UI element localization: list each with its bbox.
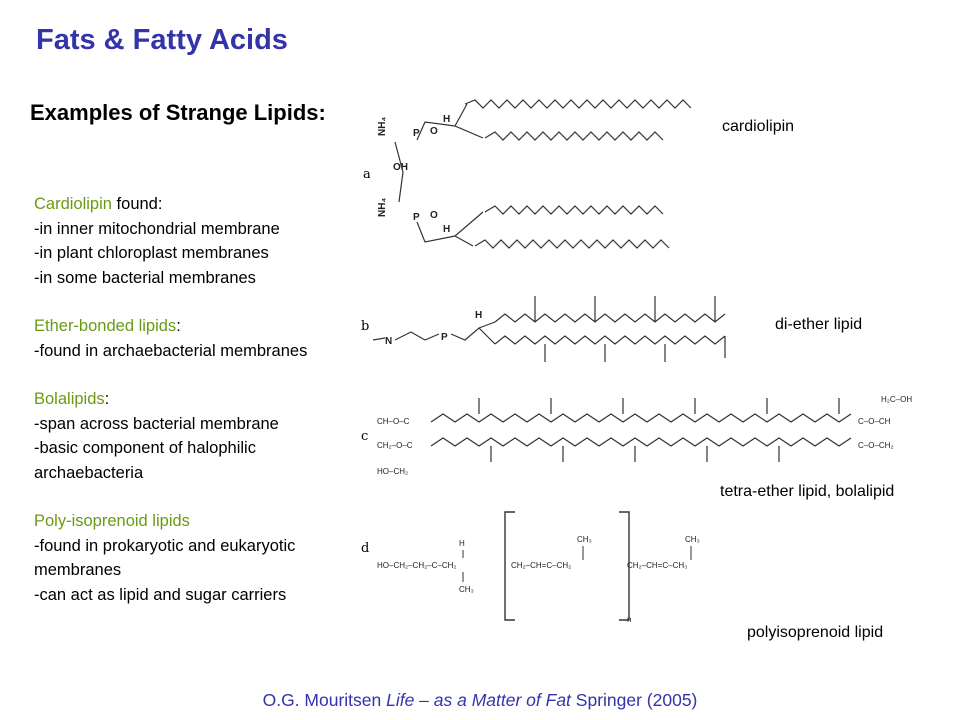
- note-bola: Bolalipids: -span across bacterial membr…: [34, 387, 354, 485]
- note-line: -found in prokaryotic and eukaryotic mem…: [34, 536, 296, 580]
- lipid-structures-figure: a NH₄ NH₄ OH P P O O H H b N P H c CH–O–…: [361, 99, 912, 624]
- panel-letter: c: [361, 429, 368, 444]
- structure-di-ether: b N P H: [361, 296, 726, 362]
- hydrogen-label: H: [459, 539, 465, 548]
- note-heading-suffix: found:: [111, 195, 163, 213]
- ether-tail-label: H₂C–OH: [881, 395, 912, 404]
- hydrogen-label: H: [443, 114, 450, 125]
- note-line: -in inner mitochondrial membrane: [34, 219, 280, 238]
- poly-head-label: HO–CH₂–CH₂–C–CH₂: [377, 561, 457, 570]
- note-heading: Poly-isoprenoid lipids: [34, 512, 190, 530]
- note-heading-suffix: :: [104, 390, 110, 408]
- citation-publisher: Springer (2005): [570, 690, 698, 710]
- oxygen-label: O: [430, 210, 438, 221]
- phosphorus-label: P: [413, 212, 420, 223]
- label-cardiolipin: cardiolipin: [722, 118, 795, 135]
- structure-bolalipid: c CH–O–C CH₂–O–C HO–CH₂ C–O–CH C–O–CH₂ H…: [361, 395, 912, 476]
- note-line: -in some bacterial membranes: [34, 268, 256, 287]
- methyl-label: CH₃: [685, 535, 700, 544]
- hydroxyl-label: OH: [393, 162, 408, 173]
- poly-repeat-label: CH₂–CH=C–CH₂: [511, 561, 571, 570]
- note-line: -can act as lipid and sugar carriers: [34, 585, 287, 604]
- nh4-group-label: NH₄: [377, 117, 388, 136]
- note-heading: Cardiolipin: [34, 195, 112, 213]
- hydrogen-label: H: [475, 310, 482, 321]
- note-line: -span across bacterial membrane: [34, 414, 279, 433]
- note-ether: Ether-bonded lipids: -found in archaebac…: [34, 314, 354, 363]
- methyl-label: CH₃: [459, 585, 474, 594]
- note-line: -found in archaebacterial membranes: [34, 341, 308, 360]
- ether-tail-label: C–O–CH₂: [858, 441, 894, 450]
- note-line: -basic component of halophilic archaebac…: [34, 439, 256, 482]
- label-polyisoprenoid-lipid: polyisoprenoid lipid: [747, 624, 884, 641]
- citation-author: O.G. Mouritsen: [262, 690, 387, 710]
- note-heading-suffix: :: [176, 317, 181, 335]
- note-poly: Poly-isoprenoid lipids -found in prokary…: [34, 509, 354, 607]
- hydrogen-label: H: [443, 224, 450, 235]
- poly-tail-label: CH₂–CH=C–CH₃: [627, 561, 687, 570]
- citation-book-title: Life – as a Matter of Fat: [386, 690, 571, 710]
- page-title: Fats & Fatty Acids: [36, 24, 288, 56]
- panel-letter: b: [361, 319, 369, 334]
- methyl-label: CH₃: [577, 535, 592, 544]
- note-line: -in plant chloroplast membranes: [34, 244, 269, 262]
- nh4-group-label: NH₄: [377, 198, 388, 217]
- note-heading: Bolalipids: [34, 390, 105, 408]
- oxygen-label: O: [430, 126, 438, 137]
- nitrogen-label: N: [385, 336, 392, 347]
- panel-letter: a: [363, 167, 371, 182]
- section-subtitle: Examples of Strange Lipids:: [30, 100, 326, 125]
- ether-tail-label: C–O–CH: [858, 417, 891, 426]
- ether-head-label: HO–CH₂: [377, 467, 408, 476]
- note-cardiolipin: Cardiolipin found: -in inner mitochondri…: [34, 192, 354, 290]
- ether-head-label: CH₂–O–C: [377, 441, 413, 450]
- citation: O.G. Mouritsen Life – as a Matter of Fat…: [0, 690, 960, 711]
- phosphorus-label: P: [413, 128, 420, 139]
- panel-letter: d: [361, 541, 369, 556]
- label-di-ether-lipid: di-ether lipid: [775, 316, 863, 333]
- ether-head-label: CH–O–C: [377, 417, 410, 426]
- structure-cardiolipin: a NH₄ NH₄ OH P P O O H H: [363, 99, 692, 249]
- lipid-notes: Cardiolipin found: -in inner mitochondri…: [34, 192, 354, 631]
- phosphorus-label: P: [441, 332, 448, 343]
- note-heading: Ether-bonded lipids: [34, 317, 177, 335]
- structure-polyisoprenoid: d HO–CH₂–CH₂–C–CH₂ CH₂–CH=C–CH₂ CH₂–CH=C…: [361, 511, 700, 624]
- label-bolalipid: tetra-ether lipid, bolalipid: [720, 483, 895, 500]
